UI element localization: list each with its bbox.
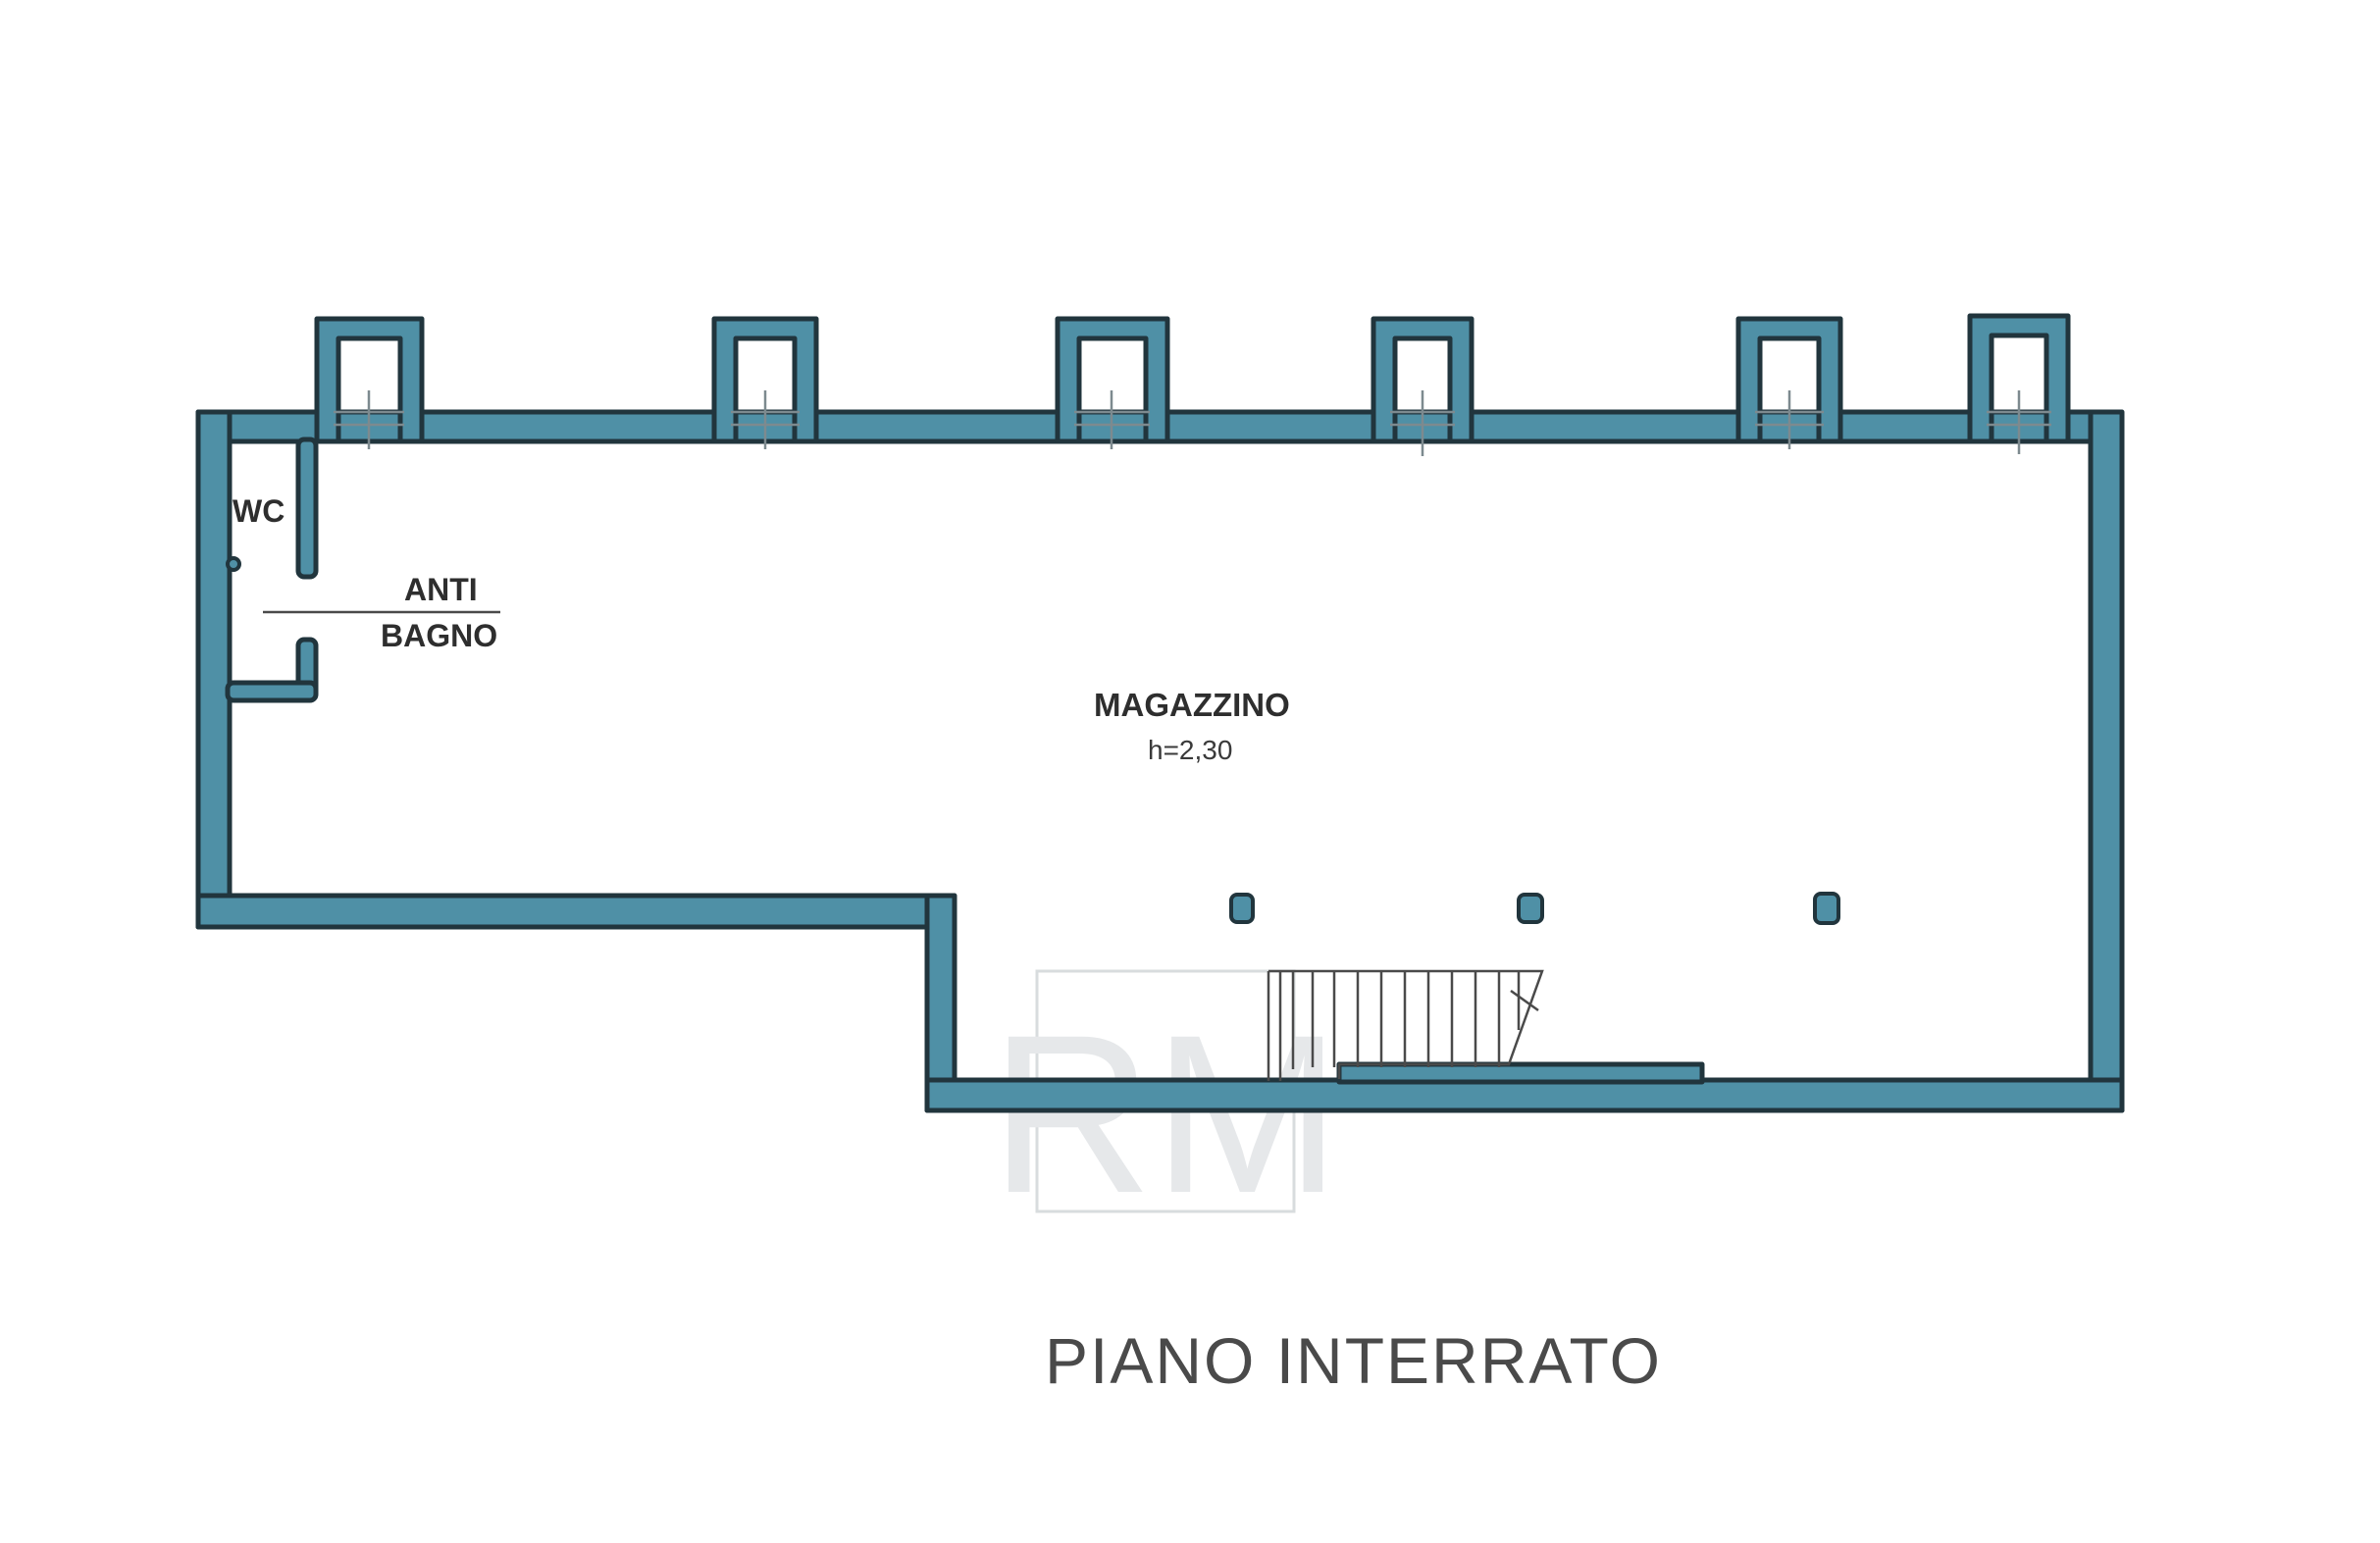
- label-bagno: BAGNO: [381, 618, 497, 653]
- watermark-text: RM: [990, 988, 1341, 1240]
- light-well-4: [1371, 316, 1475, 456]
- antibagno-partition: [225, 680, 319, 703]
- label-magazzino: MAGAZZINO: [1094, 687, 1290, 723]
- pillar-3: [1813, 892, 1840, 925]
- wc-door-jamb: [226, 556, 241, 572]
- pillar-2: [1517, 893, 1544, 924]
- wall-bottom: [924, 1077, 2125, 1113]
- wall-lower-left: [195, 893, 957, 930]
- light-well-1: [314, 316, 425, 449]
- room-labels: WC ANTI BAGNO MAGAZZINO h=2,30: [233, 493, 1290, 765]
- bathroom-partitions: [225, 437, 500, 703]
- light-well-6: [1967, 313, 2071, 454]
- floor-title: PIANO INTERRATO: [1045, 1324, 1662, 1397]
- watermark-logo: RM: [990, 969, 1341, 1240]
- wall-step: [924, 893, 957, 1113]
- light-well-3: [1055, 316, 1170, 449]
- pillars: [1229, 892, 1840, 925]
- label-ceiling-height: h=2,30: [1148, 735, 1232, 765]
- wc-partition-upper: [295, 437, 319, 580]
- label-wc: WC: [233, 493, 285, 529]
- staircase: [1267, 969, 1544, 1081]
- light-well-5: [1735, 316, 1843, 449]
- pillar-1: [1229, 893, 1255, 924]
- label-anti: ANTI: [404, 572, 478, 607]
- wall-stair-landing: [1336, 1061, 1705, 1085]
- wall-right: [2088, 409, 2125, 1113]
- wall-left: [195, 409, 233, 930]
- light-well-2: [711, 316, 819, 449]
- light-wells: [314, 313, 2071, 456]
